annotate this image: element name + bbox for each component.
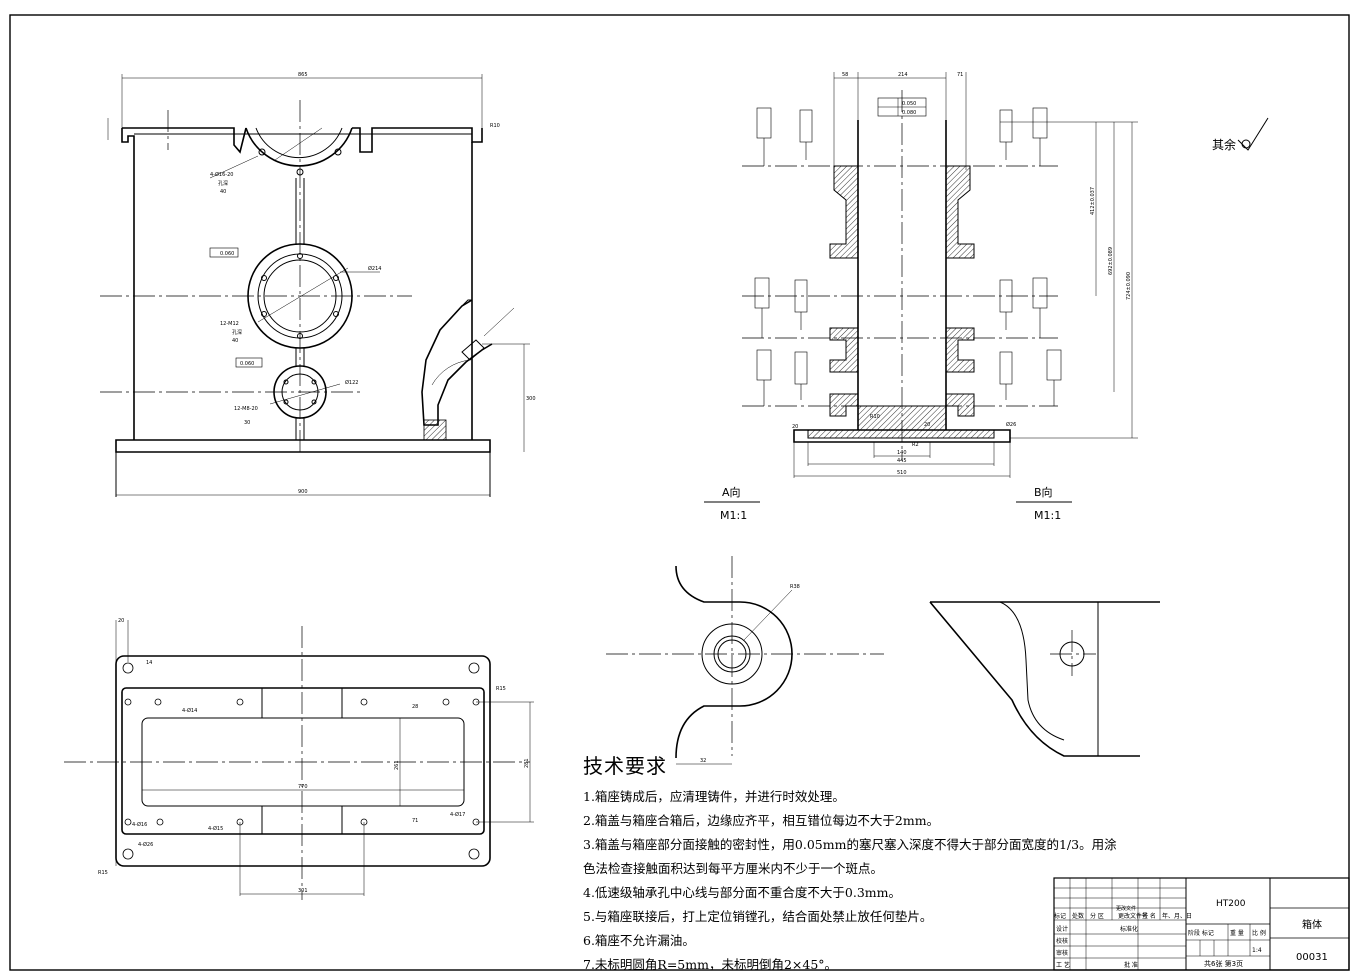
row-process: 工 艺	[1056, 961, 1070, 969]
tech-req-item: 3.箱盖与箱座部分面接触的密封性，用0.05mm的塞尺塞入深度不得大于部分面宽度…	[583, 837, 1117, 852]
tech-req-item: 5.与箱座联接后，打上定位销镗孔，结合面处禁止放任何垫片。	[583, 909, 933, 924]
dim-dia-214: Ø214	[368, 265, 381, 272]
view-a-title: A向	[722, 485, 741, 499]
view-titles: A向 M1:1 B向 M1:1	[704, 485, 1072, 522]
note-hole-mid: 12-M12	[220, 321, 239, 327]
part-name: 箱体	[1302, 918, 1322, 931]
roughness-symbol: 其余	[1212, 117, 1269, 152]
note-hole-low-depth: 30	[244, 420, 250, 426]
dim-height-300: 300	[526, 396, 536, 402]
detail-boss: R38 32	[606, 556, 884, 765]
dim-side-445: 445	[897, 458, 907, 464]
dim-plan-71: 71	[412, 818, 418, 824]
stage-label: 阶段 标记	[1188, 929, 1214, 937]
dim-side-r2: R2	[912, 442, 919, 448]
tol-flat-080: 0.080	[902, 110, 916, 116]
file-label: 更改文件	[1116, 905, 1136, 912]
note-hole-top: 4-Ø16-20	[210, 171, 233, 178]
roughness-label: 其余	[1212, 137, 1236, 152]
note-plan-d14: 4-Ø14	[182, 707, 197, 714]
tech-req-item: 色法检查接触面积达到每平方厘米内不少于一个斑点。	[583, 861, 884, 876]
ratio-label: 比 例	[1252, 929, 1266, 937]
hdr-1: 处数	[1072, 912, 1084, 920]
dim-plan-261: 261	[394, 760, 400, 770]
dim-plan-301: 301	[298, 888, 308, 894]
tol-mid: 0.060	[220, 251, 234, 257]
tech-req-item: 4.低速级轴承孔中心线与部分面不重合度不大于0.3mm。	[583, 885, 902, 900]
approve-label: 批 准	[1124, 961, 1138, 969]
dim-side-510: 510	[897, 470, 907, 476]
dim-side-71: 71	[957, 72, 963, 78]
hdr-5: 年、月、日	[1162, 912, 1192, 920]
view-b-title: B向	[1034, 485, 1053, 499]
note-hole-mid-depth: 40	[232, 338, 238, 344]
row-design: 设计	[1056, 925, 1068, 933]
tech-req-item: 1.箱座铸成后，应清理铸件，并进行时效处理。	[583, 789, 845, 804]
note-hole-top-depth: 40	[220, 189, 226, 195]
note-plan-d17: 4-Ø17	[450, 811, 465, 818]
hdr-0: 标记	[1054, 912, 1066, 920]
dim-side-724: 724±0.090	[1126, 272, 1132, 300]
title-block-text: HT200 箱体 00031 1:4 共6张 第3页 更改文件 标记 处数 分 …	[1054, 899, 1328, 969]
std-label: 标准化	[1120, 925, 1138, 933]
tech-req-item: 2.箱盖与箱座合箱后，边缘应齐平，相互错位每边不大于2mm。	[583, 813, 940, 828]
note-plan-r15: R15	[496, 686, 506, 692]
dim-plan-14-top: 14	[146, 660, 152, 666]
tol-low: 0.060	[240, 361, 254, 367]
row-review: 审核	[1056, 949, 1068, 957]
tol-flat-050: 0.050	[902, 101, 916, 107]
title-block	[1053, 877, 1350, 971]
view-b-scale: M1:1	[1034, 509, 1061, 522]
dim-plan-20: 20	[118, 618, 124, 624]
dim-side-w20b: 20	[924, 422, 930, 428]
dim-detail-r38: R38	[790, 584, 800, 590]
dim-plan-28: 28	[412, 704, 418, 710]
drawing-number: 00031	[1296, 952, 1328, 963]
dim-side-214: 214	[898, 72, 908, 78]
note-hole-low: 12-M8-20	[234, 406, 258, 412]
tech-req-item: 7.未标明圆角R=5mm，未标明倒角2×45°。	[583, 957, 838, 972]
drawing-border	[9, 14, 1350, 971]
note-hole-top-sub: 孔深	[218, 180, 228, 187]
note-plan-d16: 4-Ø16	[132, 821, 147, 828]
dim-r10-front: R10	[490, 123, 500, 129]
dim-dia-122: Ø122	[345, 379, 358, 386]
tech-req-title: 技术要求	[583, 754, 667, 778]
hdr-2: 分 区	[1090, 912, 1104, 920]
dim-side-d26: Ø26	[1006, 421, 1016, 428]
dim-side-58: 58	[842, 72, 848, 78]
weight-label: 重 量	[1230, 929, 1244, 937]
dim-side-r10: R10	[870, 414, 880, 420]
dim-base-width: 900	[298, 489, 308, 495]
note-plan-d15: 4-Ø15	[208, 825, 223, 832]
side-view: 58 214 71 0.050 0.080 140 445 51	[742, 72, 1138, 478]
detail-section	[929, 601, 1160, 757]
dim-detail-32: 32	[700, 758, 706, 764]
plan-view: 770 301 261 281 20 14 28 71 4-Ø14 4-Ø15 …	[64, 618, 534, 900]
dim-overall-width: 865	[298, 72, 308, 78]
dim-side-w20: 20	[792, 424, 798, 430]
row-check: 校核	[1056, 937, 1068, 945]
note-hole-mid-sub: 孔深	[232, 329, 242, 336]
view-a-scale: M1:1	[720, 509, 747, 522]
note-plan-r15b: R15	[98, 870, 108, 876]
dim-side-412: 412±0.037	[1090, 187, 1096, 215]
dim-plan-770: 770	[298, 784, 308, 790]
sheets: 共6张 第3页	[1204, 959, 1243, 968]
scale: 1:4	[1252, 947, 1262, 954]
hdr-3: 更改文件号	[1118, 912, 1148, 920]
technical-requirements: 技术要求 1.箱座铸成后，应清理铸件，并进行时效处理。 2.箱盖与箱座合箱后，边…	[583, 750, 1117, 977]
note-plan-d26: 4-Ø26	[138, 841, 153, 848]
dim-side-692: 692±0.089	[1108, 247, 1114, 275]
dim-plan-281: 281	[524, 758, 530, 768]
tech-req-item: 6.箱座不允许漏油。	[583, 933, 695, 948]
material: HT200	[1216, 899, 1246, 909]
hdr-4: 签 名	[1142, 912, 1156, 920]
front-view: 865 4-Ø16-20 孔深 40 Ø214 0.060 1	[100, 72, 536, 497]
dim-side-140: 140	[897, 450, 907, 456]
